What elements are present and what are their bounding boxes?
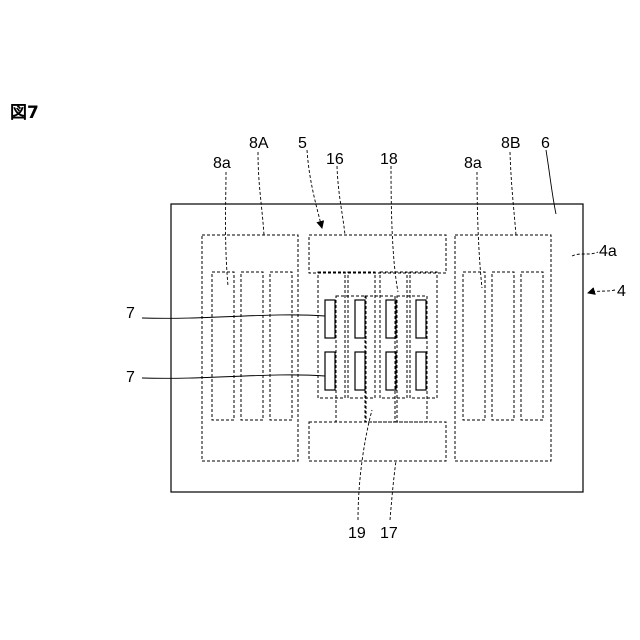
- label-8a-left: 8a: [213, 155, 231, 172]
- strip-8a-right-2: [492, 272, 514, 420]
- leader-4a: [572, 252, 598, 256]
- finger-18-3: [380, 272, 407, 398]
- element-7-r1-c2: [355, 300, 365, 338]
- substrate-outline: [171, 204, 583, 492]
- leader-5: [307, 150, 322, 228]
- label-8A: 8A: [249, 135, 269, 152]
- leader-16: [337, 166, 345, 235]
- strip-8a-left-2: [241, 272, 263, 420]
- strip-8a-right-1: [463, 272, 485, 420]
- label-6: 6: [541, 135, 550, 152]
- label-8B: 8B: [501, 135, 521, 152]
- leader-8a-left: [226, 172, 229, 286]
- label-16: 16: [326, 151, 344, 168]
- strip-8a-right-3: [521, 272, 543, 420]
- strip-8a-left-1: [212, 272, 234, 420]
- finger-19-1: [336, 296, 366, 422]
- element-7-r2-c4: [416, 352, 426, 390]
- finger-19-3: [397, 296, 427, 422]
- element-7-r1-c1: [325, 300, 335, 338]
- region-16-top-bar: [309, 235, 446, 273]
- figure-title: 図7: [10, 103, 39, 123]
- label-7-upper: 7: [126, 305, 135, 322]
- label-19: 19: [348, 525, 366, 542]
- leader-17: [390, 461, 396, 520]
- element-7-r2-c1: [325, 352, 335, 390]
- label-18: 18: [380, 151, 398, 168]
- leader-8a-right: [477, 172, 482, 288]
- strip-8a-left-3: [270, 272, 292, 420]
- finger-18-4: [410, 272, 437, 398]
- label-4: 4: [617, 283, 626, 300]
- leader-8A: [258, 152, 264, 235]
- region-17-bottom-bar: [309, 422, 446, 461]
- label-17: 17: [380, 525, 398, 542]
- element-7-r2-c2: [355, 352, 365, 390]
- label-4a: 4a: [599, 243, 617, 260]
- label-5: 5: [298, 135, 307, 152]
- label-7-lower: 7: [126, 369, 135, 386]
- leader-4: [588, 290, 615, 293]
- finger-19-2: [365, 296, 395, 422]
- element-7-r1-c4: [416, 300, 426, 338]
- leader-8B: [510, 152, 516, 235]
- finger-18-1: [318, 272, 345, 398]
- finger-18-2: [348, 272, 375, 398]
- leader-19: [358, 410, 372, 520]
- region-8B-outline: [455, 235, 551, 461]
- region-8A-outline: [202, 235, 298, 461]
- label-8a-right: 8a: [464, 155, 482, 172]
